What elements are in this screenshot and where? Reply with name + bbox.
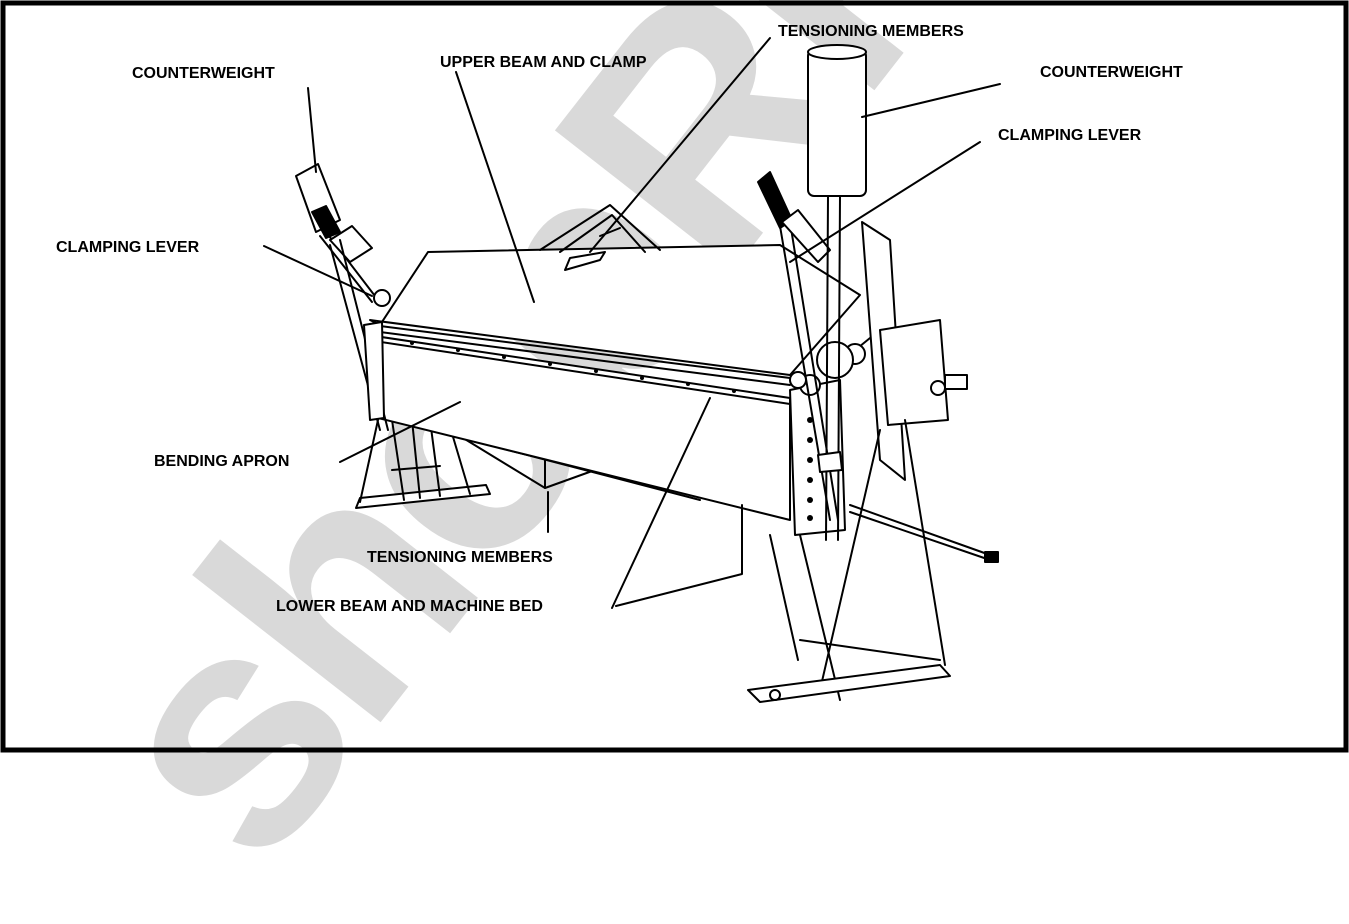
machine-drawing bbox=[263, 37, 1001, 703]
label-bending-apron: BENDING APRON bbox=[154, 453, 290, 470]
tensioning-members-upper bbox=[539, 204, 661, 253]
leader-lines bbox=[263, 37, 1001, 609]
left-lever-assembly bbox=[295, 163, 391, 431]
label-clamping-lever-right: CLAMPING LEVER bbox=[998, 127, 1142, 144]
label-clamping-lever-left: CLAMPING LEVER bbox=[56, 239, 200, 256]
label-upper-beam-and-clamp: UPPER BEAM AND CLAMP bbox=[440, 54, 647, 71]
label-tensioning-members-top: TENSIONING MEMBERS bbox=[778, 23, 964, 40]
label-counterweight-left: COUNTERWEIGHT bbox=[132, 65, 275, 82]
box-brake-diagram bbox=[0, 0, 1349, 753]
upper-beam-shape bbox=[369, 244, 861, 386]
right-counterweight-assembly bbox=[807, 44, 867, 541]
diagram-border bbox=[0, 0, 1349, 753]
label-lower-beam-and-machine-bed: LOWER BEAM AND MACHINE BED bbox=[276, 598, 543, 615]
label-counterweight-right: COUNTERWEIGHT bbox=[1040, 64, 1183, 81]
apron-bolts bbox=[410, 341, 813, 521]
label-tensioning-members-bottom: TENSIONING MEMBERS bbox=[367, 549, 553, 566]
